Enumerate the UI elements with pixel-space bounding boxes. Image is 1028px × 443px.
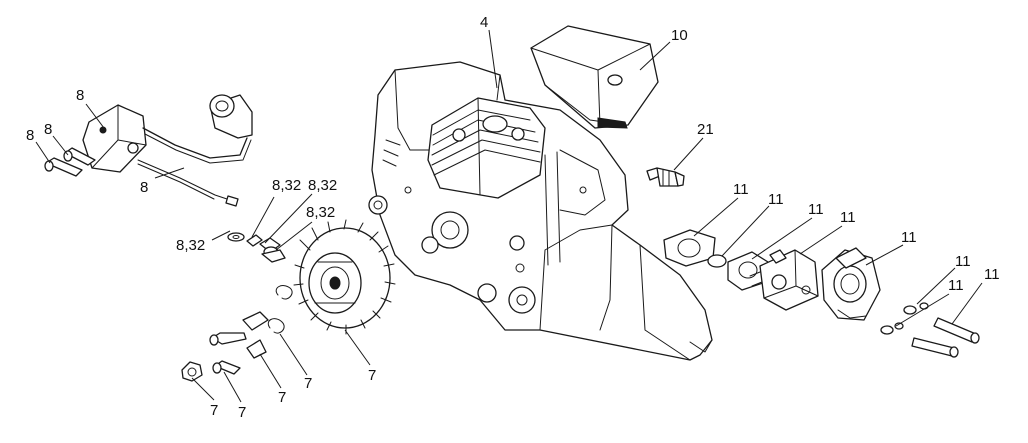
callout-11-nut: 11 (948, 277, 964, 294)
callout-21: 21 (697, 121, 714, 138)
flywheel (293, 219, 396, 335)
air-filter-cover (530, 25, 659, 129)
callout-7-nut: 7 (210, 402, 218, 419)
callout-8-screw-a: 8 (26, 127, 34, 144)
callout-7-pawl: 7 (278, 389, 286, 406)
callout-10: 10 (671, 27, 688, 44)
callout-7-flywheel: 7 (368, 367, 376, 384)
callout-8-wire: 8 (140, 179, 148, 196)
callout-11-adapter: 11 (901, 229, 917, 246)
spark-plug (646, 167, 685, 187)
cylinder (427, 97, 546, 199)
leader-lines (35, 29, 983, 403)
engine-housing (368, 61, 713, 361)
callout-11-carb: 11 (840, 209, 856, 226)
carburetor-assembly (663, 229, 980, 358)
callout-8-module: 8 (76, 87, 84, 104)
callout-7-screw: 7 (238, 404, 246, 421)
callout-11-gasket: 11 (808, 201, 824, 218)
callout-8-32-c: 8,32 (306, 204, 335, 221)
ignition-small-parts (227, 232, 286, 263)
callout-7-spring: 7 (304, 375, 312, 392)
callout-8-screw-b: 8 (44, 121, 52, 138)
callout-8-32-left: 8,32 (176, 237, 205, 254)
callout-labels: 4 10 21 8 8 8 8 8,32 8,32 8,32 8,32 11 1… (26, 14, 1000, 421)
ignition-module (82, 94, 253, 207)
callout-11-manifold: 11 (733, 181, 749, 198)
ignition-screws (44, 147, 96, 177)
callout-11-stud: 11 (984, 266, 1000, 283)
callout-4: 4 (480, 14, 488, 31)
callout-11-oring: 11 (768, 191, 784, 208)
callout-8-32-b: 8,32 (308, 177, 337, 194)
callout-8-32-a: 8,32 (272, 177, 301, 194)
starter-pawls (181, 285, 293, 382)
callout-11-washer: 11 (955, 253, 971, 270)
